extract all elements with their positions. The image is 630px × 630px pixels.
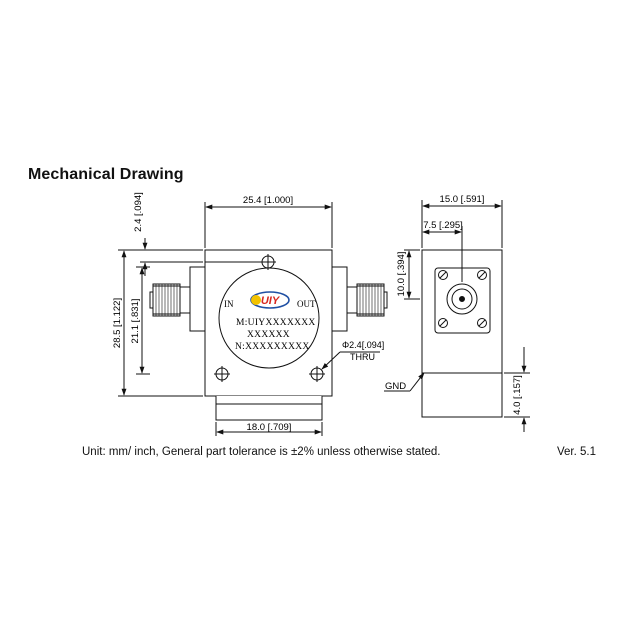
hole-callout-thru-label: THRU [350,352,375,362]
side-dim-base-height-label: 4.0 [.157] [512,375,523,415]
out-port-label: OUT [297,299,316,309]
dim-height-label: 28.5 [1.122] [112,298,123,348]
connector-outer-ring [446,283,478,315]
page-title: Mechanical Drawing [28,166,184,183]
serial-line-label: N:XXXXXXXXX [235,342,310,352]
flange-screw-bl [438,318,448,328]
flange-screw-tl [438,270,448,280]
model-line-label: M:UIYXXXXXXX [236,318,316,328]
side-dim-center-label: 7.5 [.295] [423,220,463,231]
model-line2-label: XXXXXX [247,330,290,340]
side-dim-connector-height-label: 10.0 [.394] [396,252,407,297]
dim-top-offset-label: 2.4 [.094] [133,192,144,232]
dim-port-height-label: 21.1 [.831] [130,299,141,344]
flange-screw-br [477,318,487,328]
side-dim-width-label: 15.0 [.591] [440,194,485,205]
brand-logo: UIY [250,291,290,309]
bottom-mounting-tab [215,396,323,421]
gnd-label: GND [385,381,406,392]
unit-note: Unit: mm/ inch, General part tolerance i… [82,446,441,458]
connector-inner-ring [451,288,473,310]
brand-logo-text: UIY [261,295,281,307]
flange-screw-tr [477,270,487,280]
left-sma-connector [149,266,206,332]
mounting-hole-bottom-left [214,366,230,382]
front-view [118,202,388,436]
mounting-hole-bottom-right [309,366,325,382]
dim-width-label: 25.4 [1.000] [243,195,293,206]
hole-callout-label: Φ2.4[.094] [342,340,384,350]
in-port-label: IN [224,299,234,309]
version-label: Ver. 5.1 [557,446,597,458]
dim-bottom-label: 18.0 [.709] [247,422,292,433]
right-sma-connector [331,266,388,332]
side-view [384,200,530,432]
